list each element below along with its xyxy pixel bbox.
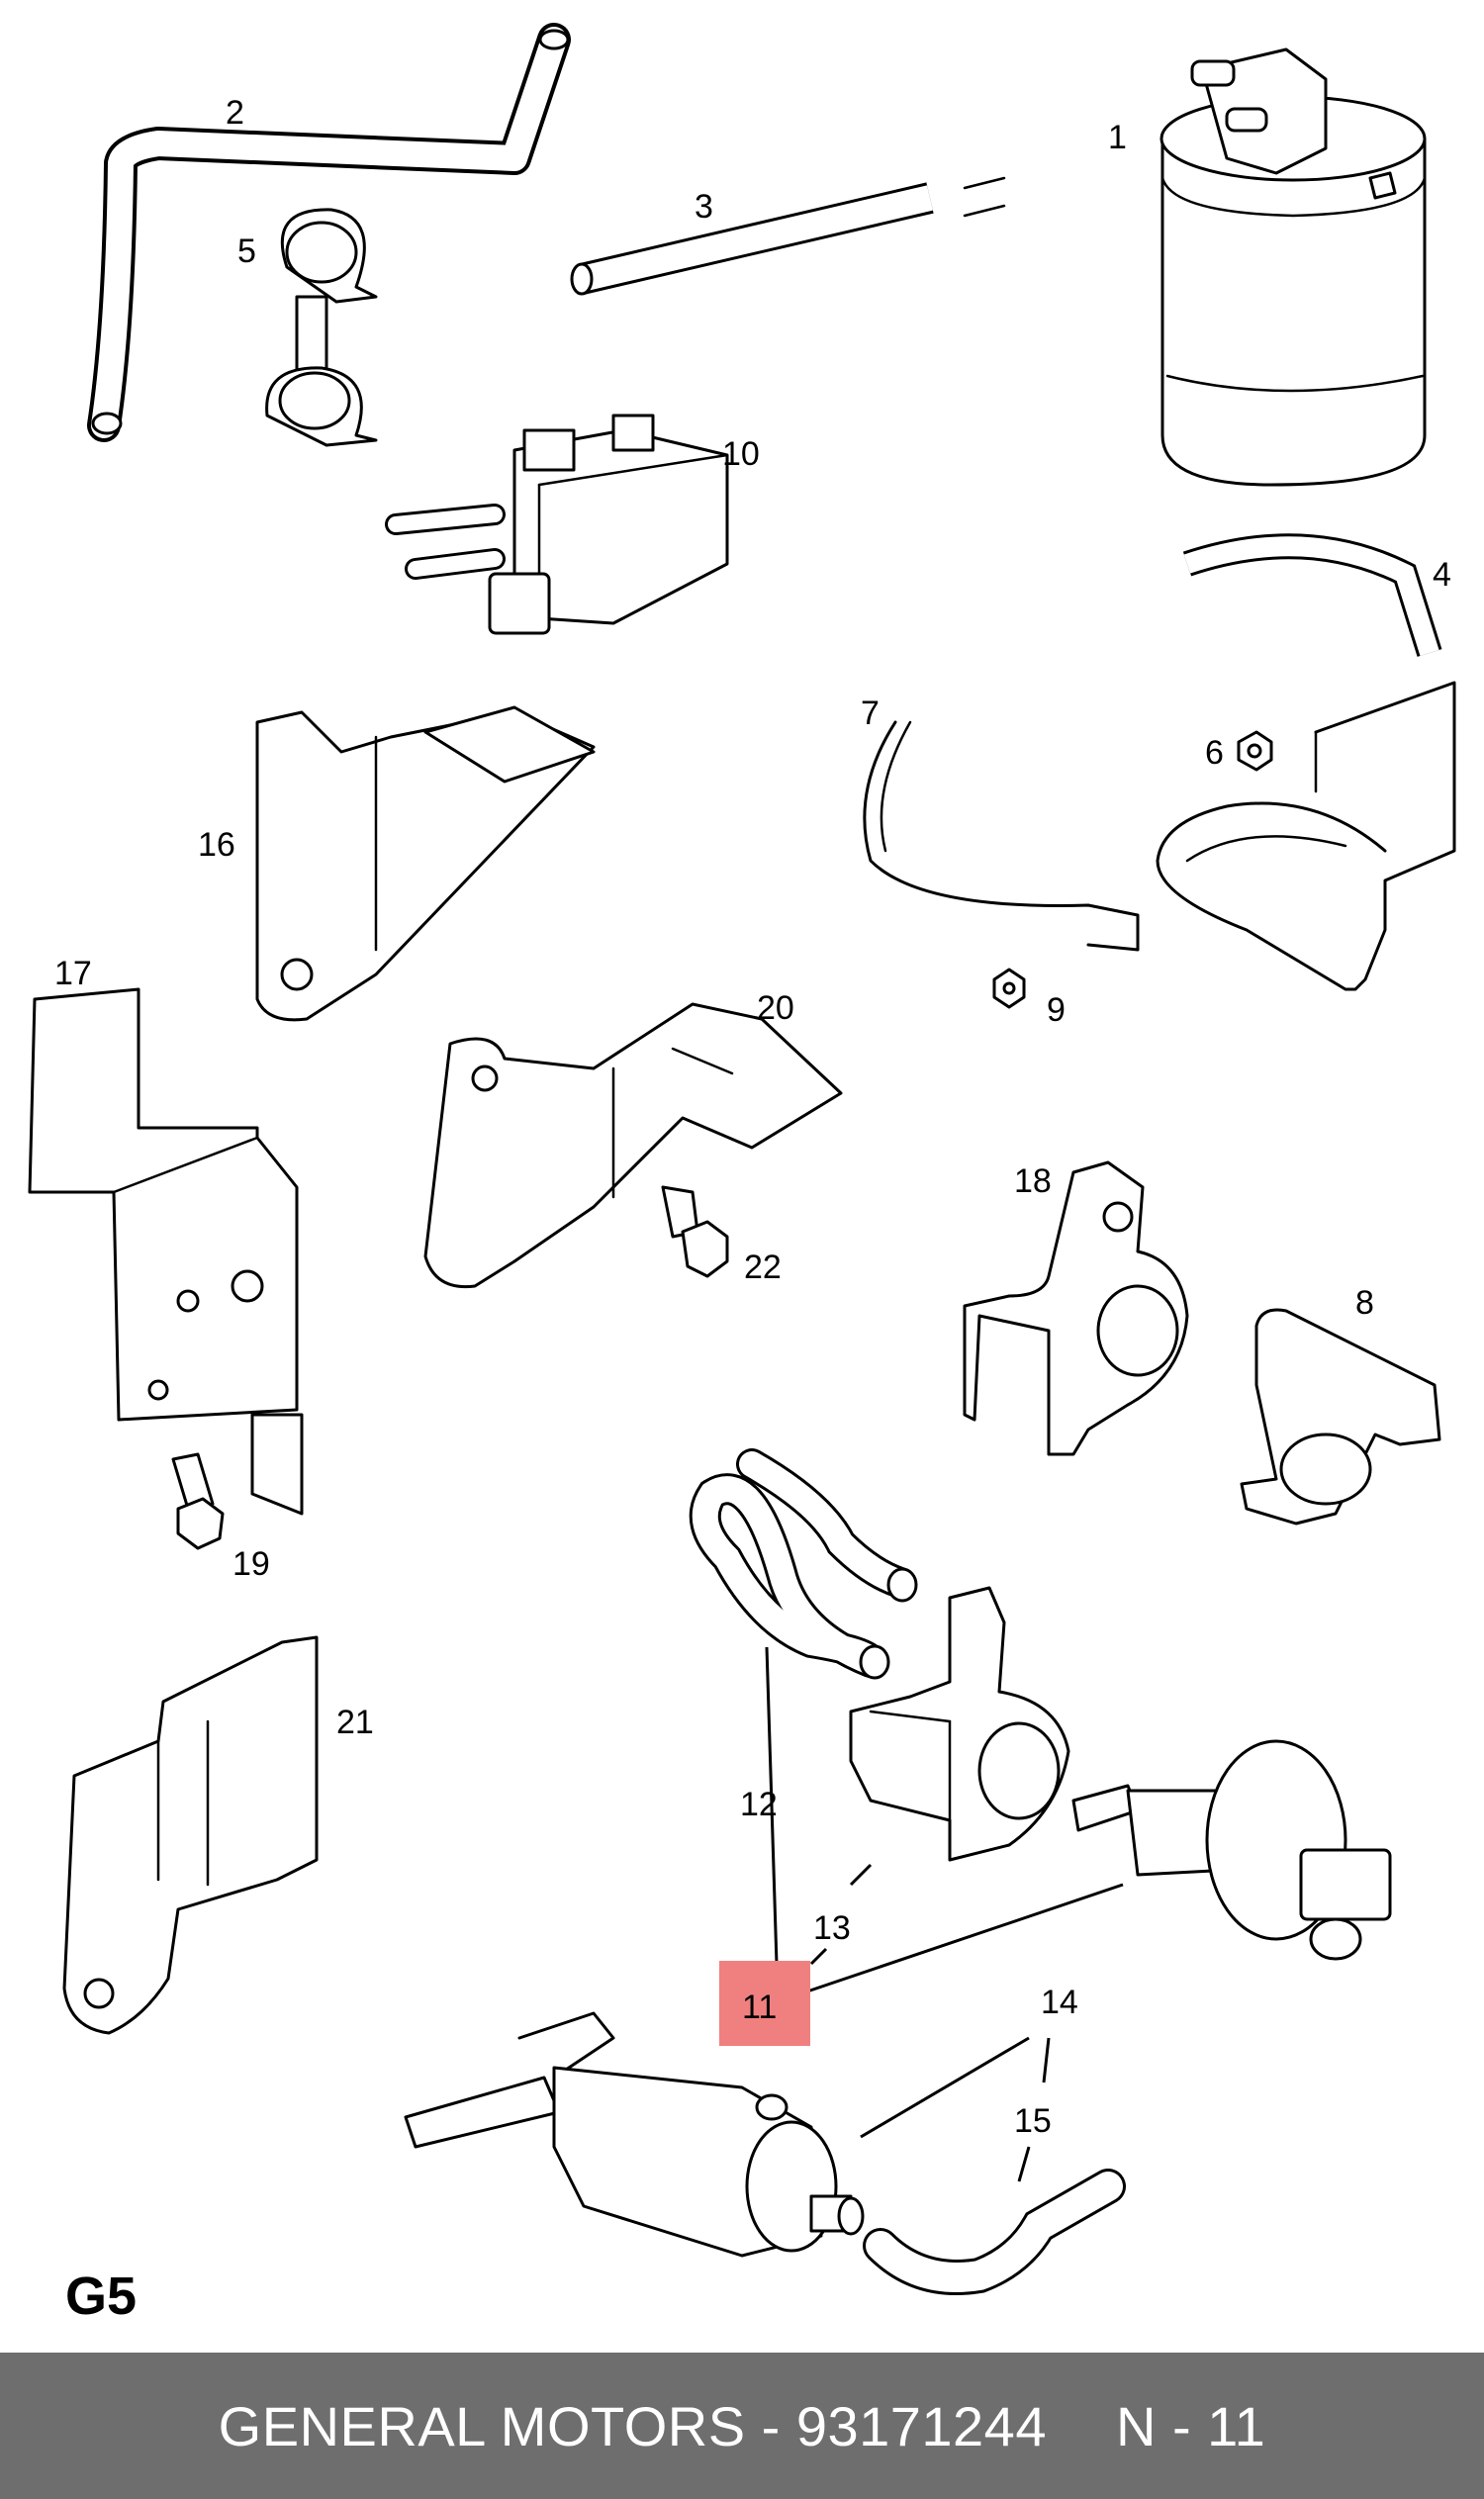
part-8-clip [1240, 1308, 1441, 1526]
part-13-holder [849, 1586, 1070, 1862]
callout-17: 17 [54, 955, 92, 992]
part-4-strap-bracket [1156, 533, 1456, 991]
footer-bar: GENERAL MOTORS - 93171244 N - 11 [0, 2353, 1484, 2499]
part-9-nut [992, 968, 1026, 1009]
callout-19: 19 [232, 1545, 270, 1583]
callout-numbers: 1 2 3 4 5 6 7 8 9 10 11 12 13 14 15 16 1… [54, 94, 1451, 2140]
part-18-holder [963, 1160, 1189, 1456]
callout-20: 20 [757, 989, 794, 1027]
section-label: G5 [65, 2267, 138, 2326]
part-7-strap [863, 720, 1140, 952]
callout-14: 14 [1041, 1984, 1078, 2021]
callout-13: 13 [813, 1909, 851, 1947]
callout-5: 5 [237, 232, 256, 270]
callout-2: 2 [226, 94, 244, 132]
callout-21: 21 [336, 1704, 374, 1741]
part-20-bracket [423, 1002, 843, 1289]
leader-lines [765, 1646, 1124, 2182]
part-2-hose [87, 23, 571, 442]
footer-text: GENERAL MOTORS - 93171244 N - 11 [219, 2394, 1266, 2458]
callout-15: 15 [1014, 2102, 1052, 2140]
callout-4: 4 [1433, 556, 1451, 594]
highlight-box [719, 1961, 810, 2046]
part-11-purge-valve-alt [404, 2011, 865, 2258]
part-19-bolt [171, 1452, 225, 1550]
callout-18: 18 [1014, 1162, 1052, 1200]
callout-10: 10 [722, 435, 760, 473]
part-5-clip [265, 208, 378, 447]
part-15-hose [863, 2169, 1126, 2295]
footer-reference: N - 11 [1115, 2394, 1266, 2457]
callout-12: 12 [740, 1786, 778, 1823]
part-16-bracket [255, 705, 596, 1022]
callout-16: 16 [198, 826, 235, 864]
callout-22: 22 [744, 1249, 782, 1286]
callout-6: 6 [1205, 734, 1224, 772]
part-6-nut [1237, 730, 1273, 772]
part-17-bracket [28, 987, 304, 1516]
callout-7: 7 [861, 694, 880, 732]
callout-9: 9 [1047, 991, 1066, 1029]
part-21-bracket [62, 1635, 319, 2035]
callout-11: 11 [742, 1989, 777, 2026]
footer-brand-part-number: GENERAL MOTORS - 93171244 [218, 2394, 1047, 2457]
callout-1: 1 [1108, 119, 1127, 156]
part-3-pipe [570, 176, 1006, 296]
part-1-canister [1159, 47, 1427, 487]
part-10-solenoid-valve [385, 414, 729, 635]
callout-3: 3 [695, 188, 713, 226]
part-11-purge-valve [1071, 1739, 1392, 1961]
part-22-bolt [661, 1185, 729, 1278]
callout-8: 8 [1355, 1284, 1374, 1322]
part-12-hose [689, 1448, 918, 1680]
